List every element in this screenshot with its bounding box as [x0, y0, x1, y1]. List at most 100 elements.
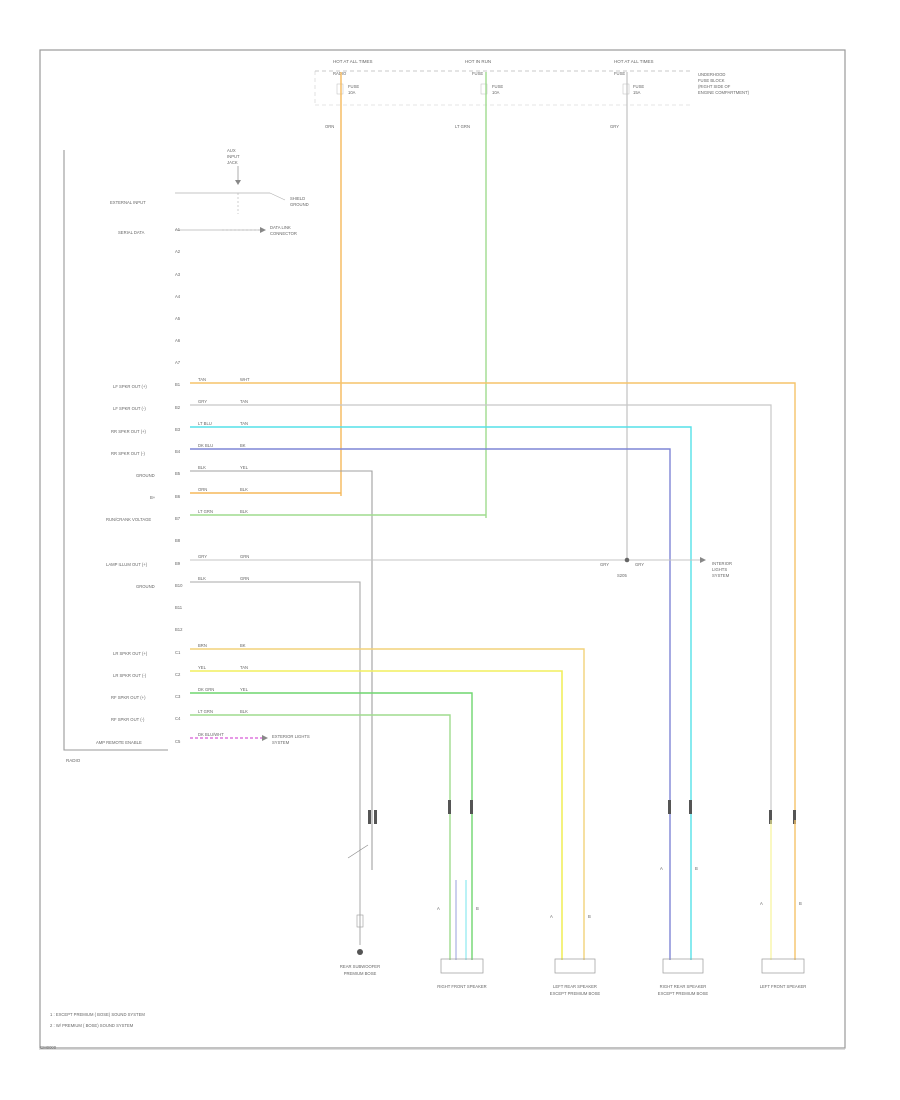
svg-text:C5: C5 [175, 739, 181, 744]
speaker-right-rear-box [662, 820, 704, 974]
pin-label: GROUND [136, 584, 155, 589]
svg-text:UNDERHOOD: UNDERHOOD [698, 72, 725, 77]
svg-text:BLK: BLK [240, 509, 248, 514]
pin-label: RF SPKR OUT (+) [111, 695, 146, 700]
svg-text:BLK: BLK [198, 576, 206, 581]
footer-code: GM0000 [40, 1045, 57, 1050]
svg-text:C2: C2 [175, 672, 181, 677]
svg-text:GROUND: GROUND [290, 202, 309, 207]
svg-text:A2: A2 [175, 249, 181, 254]
svg-text:FUSE: FUSE [348, 84, 359, 89]
svg-text:A: A [550, 914, 553, 919]
wire-lr-minus [190, 670, 563, 920]
pin-label: SERIAL DATA [118, 230, 145, 235]
wire-ground-2 [190, 581, 361, 820]
speaker-label: LEFT FRONT SPEAKER [760, 984, 807, 989]
svg-text:RADIO: RADIO [333, 71, 347, 76]
svg-text:GRY: GRY [198, 399, 207, 404]
svg-text:LT GRN: LT GRN [198, 509, 213, 514]
svg-text:BRN: BRN [198, 643, 207, 648]
svg-text:EXTERIOR LIGHTS: EXTERIOR LIGHTS [272, 734, 310, 739]
svg-text:B: B [799, 901, 802, 906]
serial-data-link: DATA LINK CONNECTOR [175, 225, 297, 236]
pin-label: LR SPKR OUT (+) [113, 651, 148, 656]
svg-text:C1: C1 [175, 650, 181, 655]
svg-text:BK: BK [240, 643, 246, 648]
pin-label: AMP REMOTE ENABLE [96, 740, 142, 745]
svg-text:DK BLU/WHT: DK BLU/WHT [198, 732, 224, 737]
svg-text:B12: B12 [175, 627, 183, 632]
svg-text:A: A [660, 866, 663, 871]
svg-text:FUSE BLOCK: FUSE BLOCK [698, 78, 725, 83]
wire-lf-plus [190, 382, 796, 820]
wire-rf-plus [190, 692, 473, 820]
svg-text:B10: B10 [175, 583, 183, 588]
pin-label: B+ [150, 495, 156, 500]
speaker-label: LEFT REAR SPEAKER [553, 984, 597, 989]
pin-label: RR SPKR OUT (+) [111, 429, 147, 434]
radio-module-bracket [63, 150, 168, 751]
svg-text:BLK: BLK [198, 465, 206, 470]
svg-text:A1: A1 [175, 227, 181, 232]
svg-text:C3: C3 [175, 694, 181, 699]
pin-label: GROUND [136, 473, 155, 478]
splice-s205: S205 INTERIOR LIGHTS SYSTEM [617, 557, 732, 578]
svg-text:FUSE: FUSE [633, 84, 644, 89]
svg-text:LT BLU: LT BLU [198, 421, 212, 426]
svg-text:GRY: GRY [198, 554, 207, 559]
fuse-2: HOT IN RUN FUSE FUSE 10A LT GRN [455, 59, 503, 129]
svg-text:B5: B5 [175, 471, 181, 476]
svg-text:S205: S205 [617, 573, 627, 578]
svg-text:LT GRN: LT GRN [198, 709, 213, 714]
fuse-block-label: UNDERHOOD FUSE BLOCK (RIGHT SIDE OF ENGI… [698, 72, 750, 95]
pin-label: LR SPKR OUT (-) [113, 673, 147, 678]
svg-text:TAN: TAN [240, 399, 248, 404]
svg-text:TAN: TAN [240, 421, 248, 426]
svg-text:AUX: AUX [227, 148, 236, 153]
svg-text:GRN: GRN [240, 554, 249, 559]
wire-rr-plus [190, 426, 692, 820]
pin-labels: EXTERNAL INPUT SERIAL DATA LF SPKR OUT (… [96, 200, 156, 745]
pin-label: LF SPKR OUT (+) [113, 384, 147, 389]
svg-text:A4: A4 [175, 294, 181, 299]
speaker-left-front-box [761, 820, 805, 974]
svg-text:A: A [760, 901, 763, 906]
legend-line-1: 1 : EXCEPT PREMIUM ( BOSE) SOUND SYSTEM [50, 1012, 145, 1017]
speaker-note: PREMIUM BOSE [344, 971, 377, 976]
svg-text:LIGHTS: LIGHTS [712, 567, 727, 572]
svg-text:GRY: GRY [635, 562, 644, 567]
svg-text:B4: B4 [175, 449, 181, 454]
legend-line-2: 2 : W/ PREMIUM ( BOSE) SOUND SYSTEM [50, 1023, 134, 1028]
pin-label: EXTERNAL INPUT [110, 200, 146, 205]
svg-text:JACK: JACK [227, 160, 238, 165]
wire-lf-minus [190, 404, 772, 820]
pin-label: LAMP ILLUM OUT (+) [106, 562, 148, 567]
pin-label: RR SPKR OUT (-) [111, 451, 145, 456]
svg-text:YEL: YEL [198, 665, 207, 670]
speaker-note: EXCEPT PREMIUM BOSE [550, 991, 601, 996]
svg-text:BLK: BLK [240, 487, 248, 492]
svg-text:YEL: YEL [240, 465, 249, 470]
svg-text:FUSE: FUSE [492, 84, 503, 89]
wire-rr-minus [190, 448, 671, 820]
svg-text:B11: B11 [175, 605, 183, 610]
wire-ground [190, 470, 373, 820]
svg-text:SYSTEM: SYSTEM [272, 740, 290, 745]
svg-text:C4: C4 [175, 716, 181, 721]
svg-text:(RIGHT SIDE OF: (RIGHT SIDE OF [698, 84, 731, 89]
speaker-labels: REAR SUBWOOFER PREMIUM BOSE RIGHT FRONT … [340, 964, 806, 996]
diagram-border [39, 49, 846, 1049]
svg-text:B3: B3 [175, 427, 181, 432]
speaker-label: RIGHT FRONT SPEAKER [437, 984, 486, 989]
speaker-left-rear-box [554, 920, 596, 974]
svg-text:ENGINE COMPARTMENT): ENGINE COMPARTMENT) [698, 90, 750, 95]
svg-text:ORN: ORN [198, 487, 207, 492]
svg-text:HOT AT ALL TIMES: HOT AT ALL TIMES [333, 59, 373, 64]
pin-label: LF SPKR OUT (-) [113, 406, 146, 411]
svg-text:B: B [588, 914, 591, 919]
svg-text:ORN: ORN [325, 124, 334, 129]
svg-text:SYSTEM: SYSTEM [712, 573, 730, 578]
